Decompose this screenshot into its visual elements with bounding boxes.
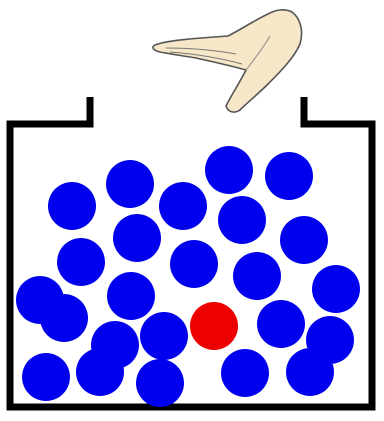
blue-ball [280, 216, 328, 264]
blue-ball [22, 353, 70, 401]
open-hand-icon [153, 10, 302, 112]
blue-ball [159, 182, 207, 230]
blue-ball [306, 316, 354, 364]
blue-ball [106, 160, 154, 208]
blue-ball [221, 349, 269, 397]
blue-ball [170, 240, 218, 288]
blue-ball [233, 252, 281, 300]
blue-ball [136, 359, 184, 407]
blue-ball [205, 146, 253, 194]
blue-ball [312, 265, 360, 313]
blue-ball [265, 152, 313, 200]
blue-ball [57, 238, 105, 286]
blue-ball [48, 182, 96, 230]
blue-ball [113, 214, 161, 262]
blue-ball [218, 196, 266, 244]
red-ball [190, 302, 238, 350]
balls-group [16, 146, 360, 407]
blue-ball [140, 312, 188, 360]
blue-ball [16, 276, 64, 324]
blue-ball [257, 300, 305, 348]
blue-ball [76, 348, 124, 396]
blue-ball [107, 272, 155, 320]
